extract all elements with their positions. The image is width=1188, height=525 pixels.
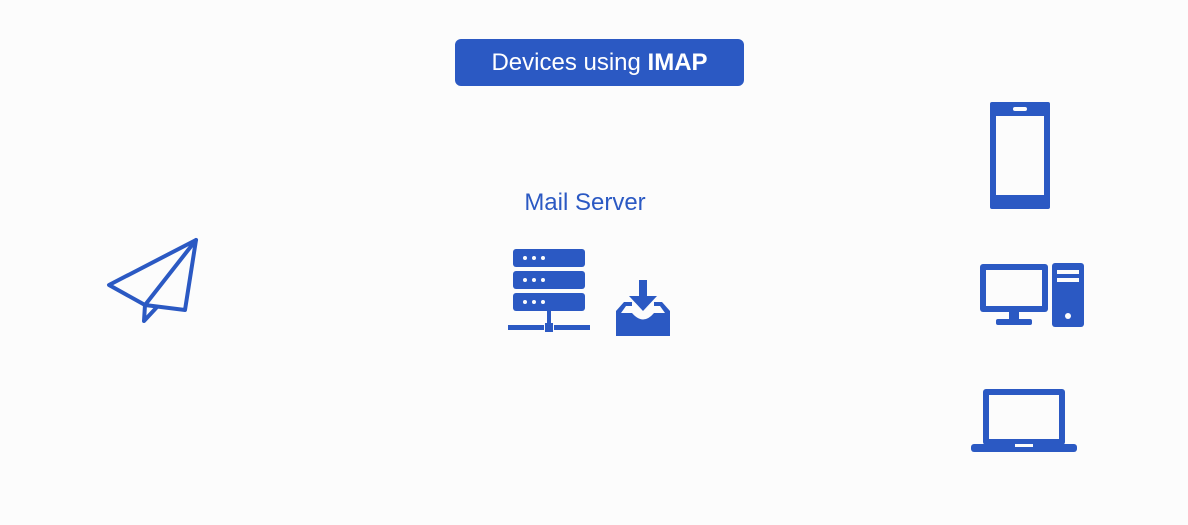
title-emphasis: IMAP	[647, 49, 708, 76]
diagram-title: Devices using IMAP	[455, 39, 744, 86]
smartphone-icon	[988, 101, 1052, 211]
title-prefix: Devices using	[491, 49, 648, 76]
mail-server-label: Mail Server	[524, 189, 646, 216]
desktop-computer-icon	[978, 262, 1086, 328]
inbox-download-icon	[614, 278, 672, 338]
paper-plane-icon	[105, 237, 201, 325]
laptop-icon	[969, 387, 1079, 455]
server-rack-icon	[507, 247, 591, 335]
